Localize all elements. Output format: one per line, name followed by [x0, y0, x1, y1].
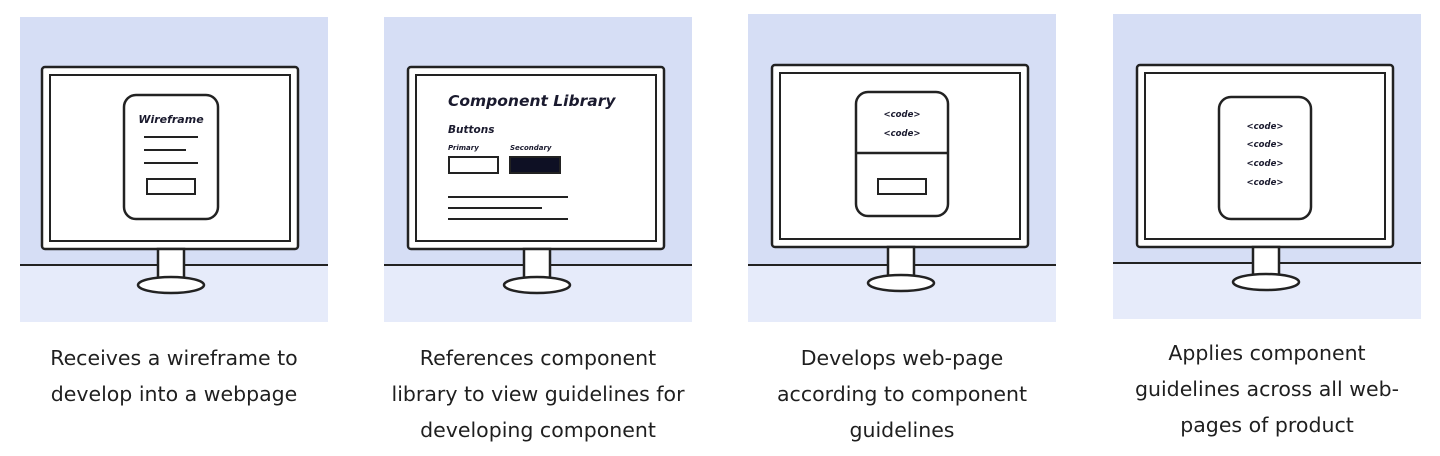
caption-3-line-2: according to component: [776, 382, 1027, 406]
code-card-button: [877, 178, 927, 195]
caption-4: Applies component guidelines across all …: [1099, 335, 1435, 443]
code-page-line-2: <code>: [1247, 140, 1284, 150]
monitor-base: [136, 275, 206, 295]
wireframe-title: Wireframe: [138, 113, 204, 126]
secondary-label: Secondary: [510, 144, 552, 152]
monitor-base: [502, 275, 572, 295]
monitor-illustration-1: Wireframe: [20, 17, 328, 322]
secondary-button-sample: [509, 156, 561, 174]
monitor-illustration-4: <code> <code> <code> <code>: [1113, 14, 1421, 319]
panel-3: <code> <code> Develops web-page accordin…: [748, 14, 1056, 442]
code-line-2: <code>: [884, 129, 921, 139]
caption-4-line-3: pages of product: [1180, 413, 1354, 437]
caption-2-line-1: References component: [419, 346, 657, 370]
caption-1-line-1: Receives a wireframe to: [50, 346, 298, 370]
buttons-section-label: Buttons: [448, 124, 494, 136]
caption-1-line-2: develop into a webpage: [50, 382, 298, 406]
library-title: Component Library: [448, 92, 616, 110]
caption-3-line-3: guidelines: [849, 418, 955, 442]
caption-4-line-1: Applies component: [1168, 341, 1366, 365]
caption-2: References component library to view gui…: [372, 340, 704, 448]
wireframe-button: [146, 178, 196, 195]
code-page-line-3: <code>: [1247, 159, 1284, 169]
primary-label: Primary: [448, 144, 479, 152]
caption-3-line-1: Develops web-page: [800, 346, 1004, 370]
primary-button-sample: [448, 156, 499, 174]
code-page-card: [1217, 95, 1313, 221]
caption-1: Receives a wireframe to develop into a w…: [10, 340, 338, 412]
caption-4-line-2: guidelines across all web-: [1134, 377, 1399, 401]
panel-1: Wireframe Receives a wireframe to develo…: [20, 17, 328, 442]
code-page-line-1: <code>: [1247, 122, 1284, 132]
panel-2: Component Library Buttons Primary Second…: [384, 17, 692, 442]
panel-4: <code> <code> <code> <code> Applies comp…: [1113, 14, 1421, 442]
code-line-1: <code>: [884, 110, 921, 120]
caption-2-line-3: developing component: [420, 418, 656, 442]
code-page-line-4: <code>: [1247, 178, 1284, 188]
caption-3: Develops web-page according to component…: [738, 340, 1066, 448]
monitor-neck: [522, 247, 552, 283]
monitor-base: [866, 273, 936, 293]
caption-2-line-2: library to view guidelines for: [391, 382, 685, 406]
monitor-illustration-2: Component Library Buttons Primary Second…: [384, 17, 692, 322]
monitor-illustration-3: <code> <code>: [748, 14, 1056, 322]
monitor-base: [1231, 272, 1301, 292]
monitor-neck: [156, 247, 186, 283]
